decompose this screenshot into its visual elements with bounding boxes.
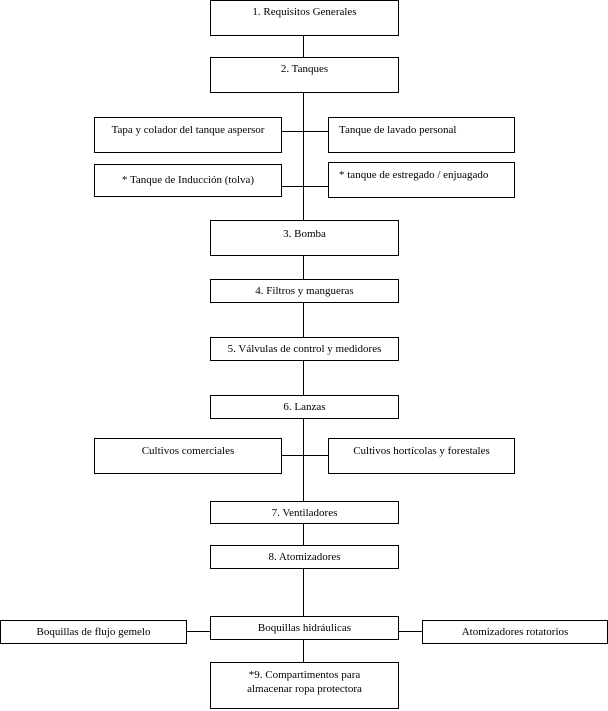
step-6-label: 6. Lanzas: [283, 401, 326, 413]
step-6-box: 6. Lanzas: [210, 395, 399, 419]
step-1-label: 1. Requisitos Generales: [252, 6, 357, 18]
cultivos-comerciales-label: Cultivos comerciales: [141, 445, 235, 457]
step-9-box: *9. Compartimentos para almacenar ropa p…: [210, 662, 399, 709]
tapa-colador-label: Tapa y colador del tanque aspersor: [111, 124, 265, 136]
connector-rotatorios: [398, 631, 422, 632]
step-3-label: 3. Bomba: [283, 228, 326, 240]
step-5-label: 5. Válvulas de control y medidores: [227, 343, 382, 355]
cultivos-horticolas-box: Cultivos hortícolas y forestales: [328, 438, 515, 474]
cultivos-comerciales-box: Cultivos comerciales: [94, 438, 282, 474]
connector-tapa: [282, 131, 303, 132]
step-4-label: 4. Filtros y mangueras: [255, 285, 354, 297]
step-3-box: 3. Bomba: [210, 220, 399, 256]
connector-horticolas: [304, 455, 328, 456]
connector-comerciales: [282, 455, 303, 456]
atomizadores-rotatorios-label: Atomizadores rotatorios: [461, 626, 569, 638]
step-4-box: 4. Filtros y mangueras: [210, 279, 399, 303]
connector-gemelo: [187, 631, 210, 632]
connector-induccion: [282, 186, 303, 187]
tanque-estregado-box: * tanque de estregado / enjuagado: [328, 162, 515, 198]
step-8-label: 8. Atomizadores: [268, 551, 341, 563]
tanque-lavado-label: Tanque de lavado personal: [339, 124, 457, 136]
atomizadores-rotatorios-box: Atomizadores rotatorios: [422, 620, 608, 644]
step-9-label-line1: *9. Compartimentos para: [248, 669, 361, 681]
boquillas-gemelo-box: Boquillas de flujo gemelo: [0, 620, 187, 644]
boquillas-gemelo-label: Boquillas de flujo gemelo: [36, 626, 151, 638]
step-2-box: 2. Tanques: [210, 57, 399, 93]
step-7-label: 7. Ventiladores: [271, 507, 338, 519]
tapa-colador-box: Tapa y colador del tanque aspersor: [94, 117, 282, 153]
tanque-induccion-label: * Tanque de Inducción (tolva): [121, 174, 255, 186]
step-5-box: 5. Válvulas de control y medidores: [210, 337, 399, 361]
boquillas-hidraulicas-label: Boquillas hidráulicas: [257, 622, 352, 634]
tanque-estregado-label: * tanque de estregado / enjuagado: [339, 169, 489, 181]
boquillas-hidraulicas-box: Boquillas hidráulicas: [210, 616, 399, 640]
connector-estregado: [304, 186, 328, 187]
cultivos-horticolas-label: Cultivos hortícolas y forestales: [353, 445, 490, 457]
step-8-box: 8. Atomizadores: [210, 545, 399, 569]
step-2-label: 2. Tanques: [280, 63, 329, 75]
tanque-lavado-box: Tanque de lavado personal: [328, 117, 515, 153]
tanque-induccion-box: * Tanque de Inducción (tolva): [94, 164, 282, 197]
step-1-box: 1. Requisitos Generales: [210, 0, 399, 36]
connector-lavado: [304, 131, 328, 132]
step-7-box: 7. Ventiladores: [210, 501, 399, 524]
step-9-label-line2: almacenar ropa protectora: [247, 683, 362, 695]
